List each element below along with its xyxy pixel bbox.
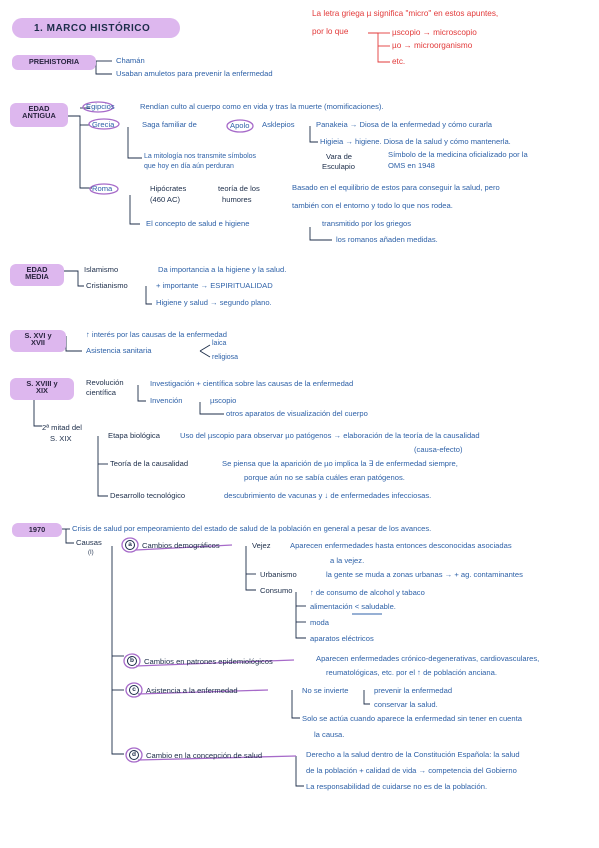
patrones-text: Aparecen enfermedades crónico-degenerati… <box>316 654 540 663</box>
note-line-1: La letra griega µ significa "micro" en e… <box>312 9 499 18</box>
hipocrates-label: Hipócrates <box>150 184 187 193</box>
derecho-text: de la población + calidad de vida → comp… <box>306 766 517 775</box>
romanos-text: los romanos añaden medidas. <box>336 235 438 244</box>
causas-sub: (I) <box>88 550 94 556</box>
piensa-text: Se piensa que la aparición de µo implica… <box>222 459 458 468</box>
consumo-label: Consumo <box>260 586 293 595</box>
teoria-label: teoría de los <box>218 184 260 193</box>
revolucion-label: Revolución <box>86 378 124 387</box>
vejez-label: Vejez <box>252 541 271 550</box>
note-item: etc. <box>392 57 406 66</box>
solo-text: Solo se actúa cuando aparece la enfermed… <box>302 714 522 723</box>
apolo-label: Apolo <box>230 121 250 130</box>
transmitido-text: transmitido por los griegos <box>322 219 412 228</box>
mitad-label: 2ª mitad del <box>42 423 82 432</box>
asistencia-enfermedad-label: Asistencia a la enfermedad <box>146 686 238 695</box>
islamismo-text: Da importancia a la higiene y la salud. <box>158 265 287 274</box>
etapa-label: Etapa biológica <box>108 431 160 440</box>
title-highlight <box>12 18 180 38</box>
vara-label: Esculapio <box>322 162 355 171</box>
asclepios-label: Asklepios <box>262 120 295 129</box>
teoria-causalidad-label: Teoría de la causalidad <box>110 459 189 468</box>
concepto-text: El concepto de salud e higiene <box>146 219 250 228</box>
roma-label: Roma <box>92 184 113 193</box>
patrones-label: Cambios en patrones epidemiológicos <box>144 657 273 666</box>
descubrimiento-text: descubrimiento de vacunas y ↓ de enferme… <box>224 491 432 500</box>
mitad-label: S. XIX <box>50 434 72 443</box>
etapa-text: Uso del µscopio para observar µo patógen… <box>180 431 480 440</box>
prehistoria-item: Usaban amuletos para prevenir la enferme… <box>116 69 273 78</box>
piensa-text: porque aún no se sabía cuáles eran patóg… <box>244 473 405 482</box>
invencion-text: Invención <box>150 396 183 405</box>
otros-aparatos-text: otros aparatos de visualización del cuer… <box>226 409 368 418</box>
revolucion-label: científica <box>86 388 116 397</box>
interes-text: ↑ interés por las causas de la enfermeda… <box>86 330 227 339</box>
consumo-item: ↑ de consumo de alcohol y tabaco <box>310 588 425 597</box>
grecia-saga: Saga familiar de <box>142 120 197 129</box>
uscopio-text: µscopio <box>210 396 237 405</box>
teoria-label: humores <box>222 195 252 204</box>
simbolo-text: OMS en 1948 <box>388 161 435 170</box>
no-invierte-text: No se invierte <box>302 686 349 695</box>
vejez-text: a la vejez. <box>330 556 365 565</box>
grecia-label: Grecia <box>92 120 115 129</box>
basado-text: Basado en el equilibrio de estos para co… <box>292 183 500 192</box>
egipcios-text: Rendían culto al cuerpo como en vida y t… <box>140 102 384 111</box>
investigacion-text: Investigación + científica sobre las cau… <box>150 379 354 388</box>
letter-b-marker: b <box>127 656 137 666</box>
prevenir-text: prevenir la enfermedad <box>374 686 453 695</box>
note-item: µscopio → microscopio <box>392 28 477 37</box>
page-title: 1. MARCO HISTÓRICO <box>34 23 151 34</box>
desarrollo-label: Desarrollo tecnológico <box>110 491 186 500</box>
panakeia-text: Panakeia → Diosa de la enfermedad y cómo… <box>316 120 493 129</box>
prehistoria-item: Chamán <box>116 56 145 65</box>
note-item: µo → microorganismo <box>392 41 473 50</box>
vejez-text: Aparecen enfermedades hasta entonces des… <box>290 541 512 550</box>
consumo-item: aparatos eléctricos <box>310 634 374 643</box>
religiosa-text: religiosa <box>212 354 239 361</box>
espiritualidad-text: + importante → ESPIRITUALIDAD <box>156 281 273 290</box>
causas-label: Causas <box>76 538 102 547</box>
consumo-item: moda <box>310 618 329 627</box>
tag-1970: 1970 <box>12 523 62 537</box>
conservar-text: conservar la salud. <box>374 700 438 709</box>
cambios-demograficos-label: Cambios demográficos <box>142 541 220 550</box>
patrones-text: reumatológicas, etc. por el ↑ de poblaci… <box>326 668 497 677</box>
concepcion-salud-label: Cambio en la concepción de salud <box>146 751 263 760</box>
letter-a-marker: a <box>125 540 135 550</box>
simbolo-text: Símbolo de la medicina oficializado por … <box>388 150 528 159</box>
islamismo-label: Islamismo <box>84 265 119 274</box>
tag-prehistoria: PREHISTORIA <box>12 55 96 70</box>
laica-text: laica <box>212 340 227 347</box>
egipcios-label: Egipcios <box>86 102 115 111</box>
urbanismo-text: la gente se muda a zonas urbanas → + ag.… <box>326 570 523 579</box>
causa-efecto-text: (causa-efecto) <box>414 445 463 454</box>
note-line-2: por lo que <box>312 27 349 36</box>
basado-text: también con el entorno y todo lo que nos… <box>292 201 453 210</box>
mitologia-text: que hoy en día aún perduran <box>144 163 234 170</box>
derecho-text: La responsabilidad de cuidarse no es de … <box>306 782 488 791</box>
segundo-plano-text: Higiene y salud → segundo plano. <box>156 298 272 307</box>
urbanismo-label: Urbanismo <box>260 570 297 579</box>
crisis-text: Crisis de salud por empeoramiento del es… <box>72 524 432 533</box>
higieia-text: Higieia → higiene. Diosa de la salud y c… <box>320 137 511 146</box>
letter-d-marker: d <box>129 750 139 760</box>
asistencia-text: Asistencia sanitaria <box>86 346 152 355</box>
solo-text: la causa. <box>314 730 345 739</box>
derecho-text: Derecho a la salud dentro de la Constitu… <box>306 750 520 759</box>
mitologia-text: La mitología nos transmite símbolos <box>144 153 257 160</box>
cristianismo-label: Cristianismo <box>86 281 128 290</box>
hipocrates-label: (460 AC) <box>150 195 180 204</box>
vara-label: Vara de <box>326 152 353 161</box>
consumo-item: alimentación < saludable. <box>310 602 396 611</box>
letter-c-marker: c <box>129 685 139 695</box>
